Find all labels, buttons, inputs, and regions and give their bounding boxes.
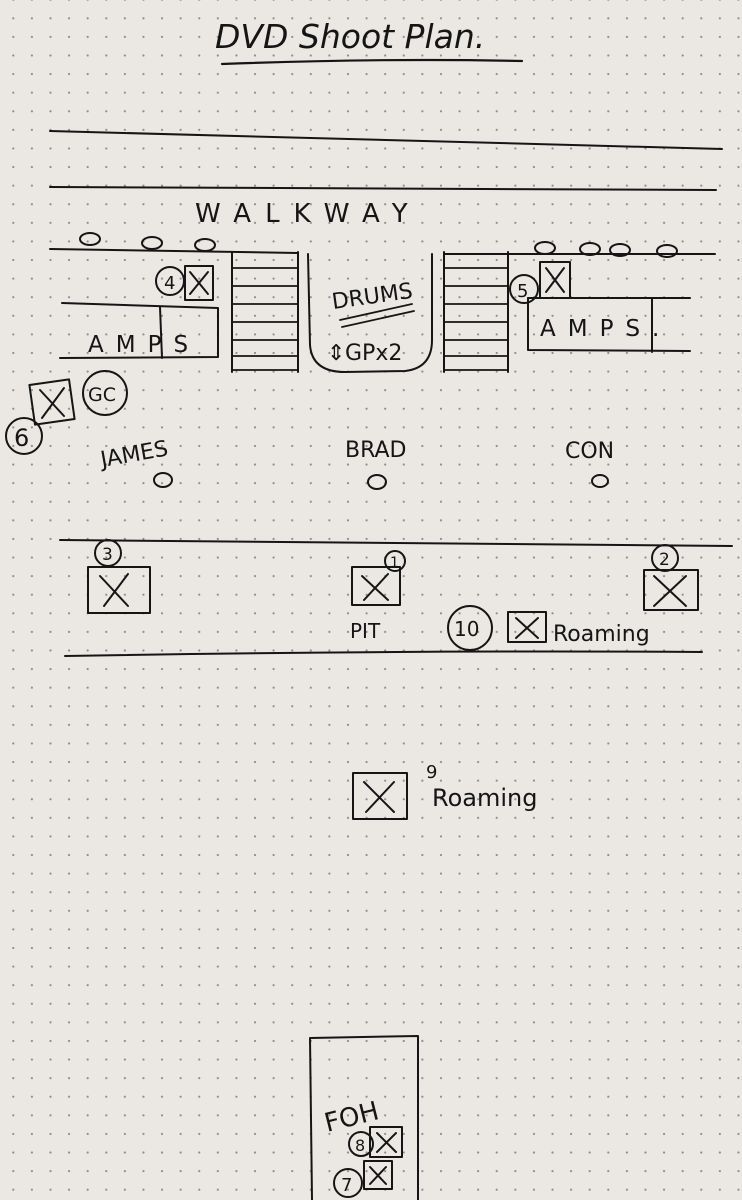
- camera-10-note: Roaming: [553, 622, 650, 647]
- camera-9-icon: [352, 772, 408, 820]
- camera-6-gc-label: GC: [88, 384, 116, 406]
- camera-2-icon: [643, 569, 699, 611]
- walkway-label: WALKWAY: [195, 199, 422, 229]
- camera-7-marker: [333, 1168, 363, 1198]
- foh-booth: [309, 1035, 419, 1200]
- camera-6-gc-marker: [82, 370, 128, 416]
- plan-title: DVD Shoot Plan.: [215, 17, 485, 56]
- camera-5-number: 5: [517, 281, 528, 302]
- stairs-right: [443, 251, 509, 373]
- amps-left: [59, 302, 219, 359]
- camera-10-icon: [507, 611, 547, 643]
- pit-line-top: [59, 539, 733, 547]
- camera-5-marker: [509, 274, 539, 304]
- performer-james: JAMES: [97, 436, 173, 488]
- camera-7-number: 7: [341, 1175, 352, 1196]
- camera-9-note: Roaming: [432, 784, 537, 812]
- camera-6-number: 6: [14, 424, 29, 452]
- camera-8-icon: [369, 1126, 403, 1158]
- pit-line-bottom: [64, 650, 703, 657]
- walkway-line-bottom: [49, 186, 717, 191]
- title-underline: [220, 58, 524, 66]
- camera-1-icon: [351, 566, 401, 606]
- camera-8-number: 8: [355, 1136, 365, 1155]
- camera-1-number: 1: [390, 555, 399, 571]
- camera-2-number: 2: [659, 550, 670, 570]
- amps-right-label: AMPS.: [540, 316, 671, 342]
- camera-7-icon: [363, 1160, 393, 1190]
- camera-5-icon: [539, 261, 571, 299]
- walkway-line-top: [49, 130, 723, 150]
- camera-1-marker: [384, 550, 406, 572]
- camera-10-marker: [447, 605, 493, 651]
- foh-label: FOH: [321, 1096, 382, 1138]
- camera-10-number: 10: [454, 617, 479, 641]
- performer-position-marker: [591, 474, 609, 488]
- performer-brad: BRAD: [345, 438, 406, 490]
- performer-name: BRAD: [345, 438, 406, 463]
- stage-line-left: [49, 248, 299, 254]
- camera-4-number: 4: [164, 273, 175, 294]
- drums-label: DRUMS: [330, 279, 414, 315]
- performer-position-marker: [153, 472, 173, 488]
- performer-name: CON: [565, 439, 614, 464]
- camera-6-icon: [28, 378, 76, 426]
- drum-riser: [307, 253, 433, 373]
- camera-1-note: PIT: [350, 619, 381, 643]
- drums-underline: [339, 303, 415, 328]
- performer-con: CON: [565, 439, 614, 488]
- drums-note: GPx2: [345, 341, 402, 366]
- performer-name: JAMES: [97, 436, 170, 473]
- camera-3-number: 3: [102, 545, 113, 565]
- camera-4-icon: [184, 265, 214, 301]
- camera-6-marker: [5, 417, 43, 455]
- drums-arrow-icon: ⇕: [327, 341, 345, 366]
- performer-position-marker: [367, 474, 387, 490]
- camera-8-marker: [348, 1131, 374, 1157]
- stairs-left: [231, 251, 299, 373]
- camera-9-number: 9: [426, 762, 437, 783]
- amps-left-label: AMPS: [88, 332, 200, 358]
- camera-3-icon: [87, 566, 151, 614]
